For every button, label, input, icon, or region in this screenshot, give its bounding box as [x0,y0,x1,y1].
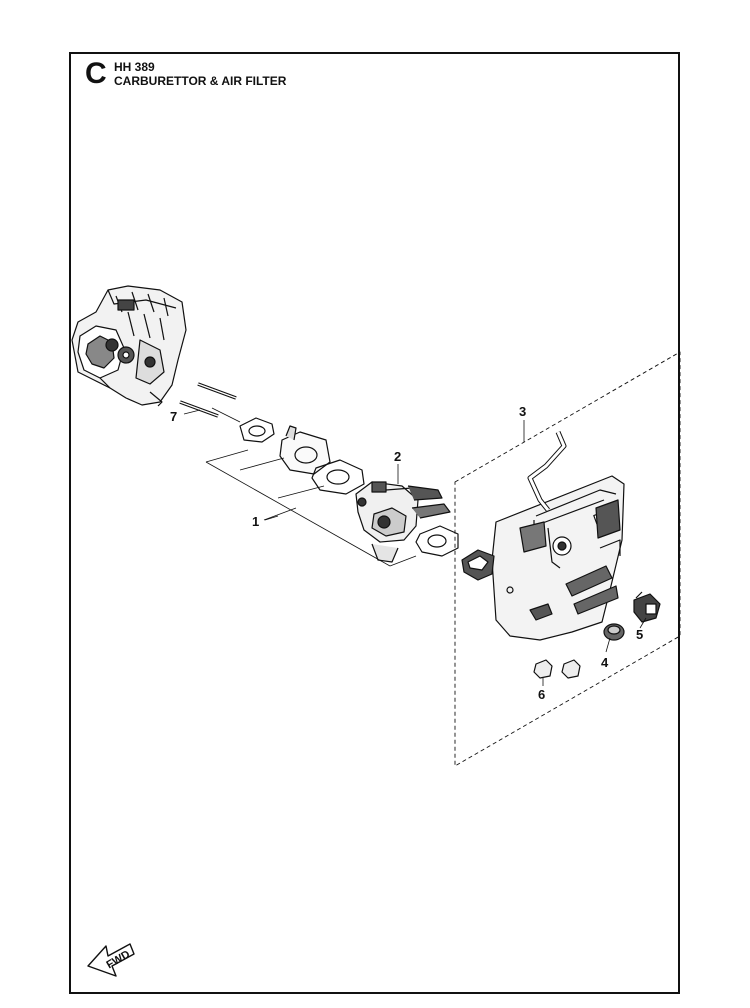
gasket-1 [211,407,275,443]
fwd-arrow-icon: FWD [87,943,135,977]
callout-leaders [183,409,647,686]
callout-7: 7 [170,409,177,424]
gasket-2 [311,459,365,495]
callout-5: 5 [636,627,643,642]
carburettor-spacer [279,425,331,475]
diagram-title: CARBURETTOR & AIR FILTER [114,74,287,88]
callout-6: 6 [538,687,545,702]
callout-4: 4 [601,655,609,670]
callout-3: 3 [519,404,526,419]
choke-lever-illustration [633,591,661,623]
carburettor-illustration [355,481,451,563]
diagram-frame [69,52,680,994]
air-filter-assembly-box [454,351,681,767]
fwd-label: FWD [104,948,132,971]
callout-1: 1 [252,514,259,529]
model-number: HH 389 [114,60,155,74]
cover-knob-illustration [603,623,625,641]
callout-2: 2 [394,449,401,464]
breather-hose-illustration [527,431,567,512]
gasket-3 [415,525,459,557]
stud-bolts [179,382,237,418]
air-filter-housing-illustration [491,475,625,641]
kit-bracket-lines [205,449,417,567]
retaining-clip [461,549,495,581]
nuts-illustration [533,659,581,679]
engine-cylinder-illustration [71,285,187,407]
section-letter: C [85,57,107,90]
